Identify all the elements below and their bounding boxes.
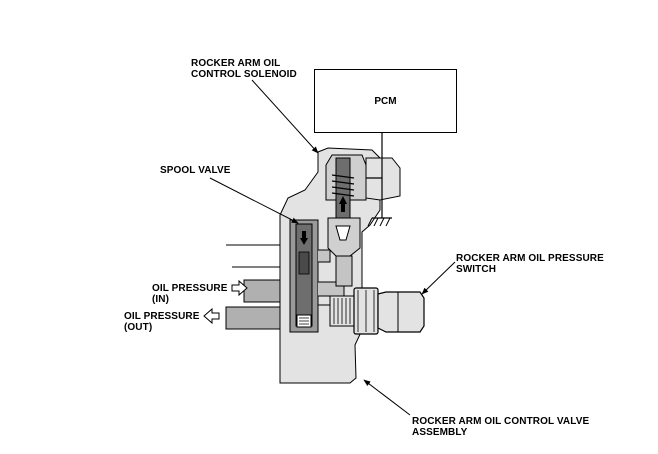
spool-valve-leader (209, 177, 299, 224)
solenoid-label: ROCKER ARM OIL CONTROL SOLENOID (191, 58, 297, 80)
leader-lines (209, 79, 456, 416)
spool-valve-label: SPOOL VALVE (160, 165, 231, 176)
switch-thread (333, 298, 351, 324)
oil-in-label: OIL PRESSURE (IN) (152, 283, 228, 305)
switch-connector (377, 291, 425, 333)
solenoid-spring (331, 174, 355, 197)
ground-icon (367, 217, 392, 227)
pcm-box: PCM (314, 69, 457, 133)
solenoid-up-arrow-icon (339, 196, 347, 212)
valve-assembly-leader (363, 379, 411, 416)
solenoid-bracket (365, 157, 401, 201)
oil-out-arrow-icon (203, 307, 220, 325)
oil-in-arrow-icon (231, 279, 248, 297)
oil-out-label: OIL PRESSURE (OUT) (124, 311, 200, 333)
pressure-switch-leader (421, 261, 456, 295)
valve-assembly-label: ROCKER ARM OIL CONTROL VALVE ASSEMBLY (412, 416, 590, 438)
solenoid-leader (251, 79, 319, 154)
pressure-switch (329, 287, 425, 335)
spool-down-arrow-icon (300, 231, 308, 245)
pcm-label: PCM (374, 95, 397, 107)
pressure-switch-label: ROCKER ARM OIL PRESSURE SWITCH (456, 253, 604, 275)
